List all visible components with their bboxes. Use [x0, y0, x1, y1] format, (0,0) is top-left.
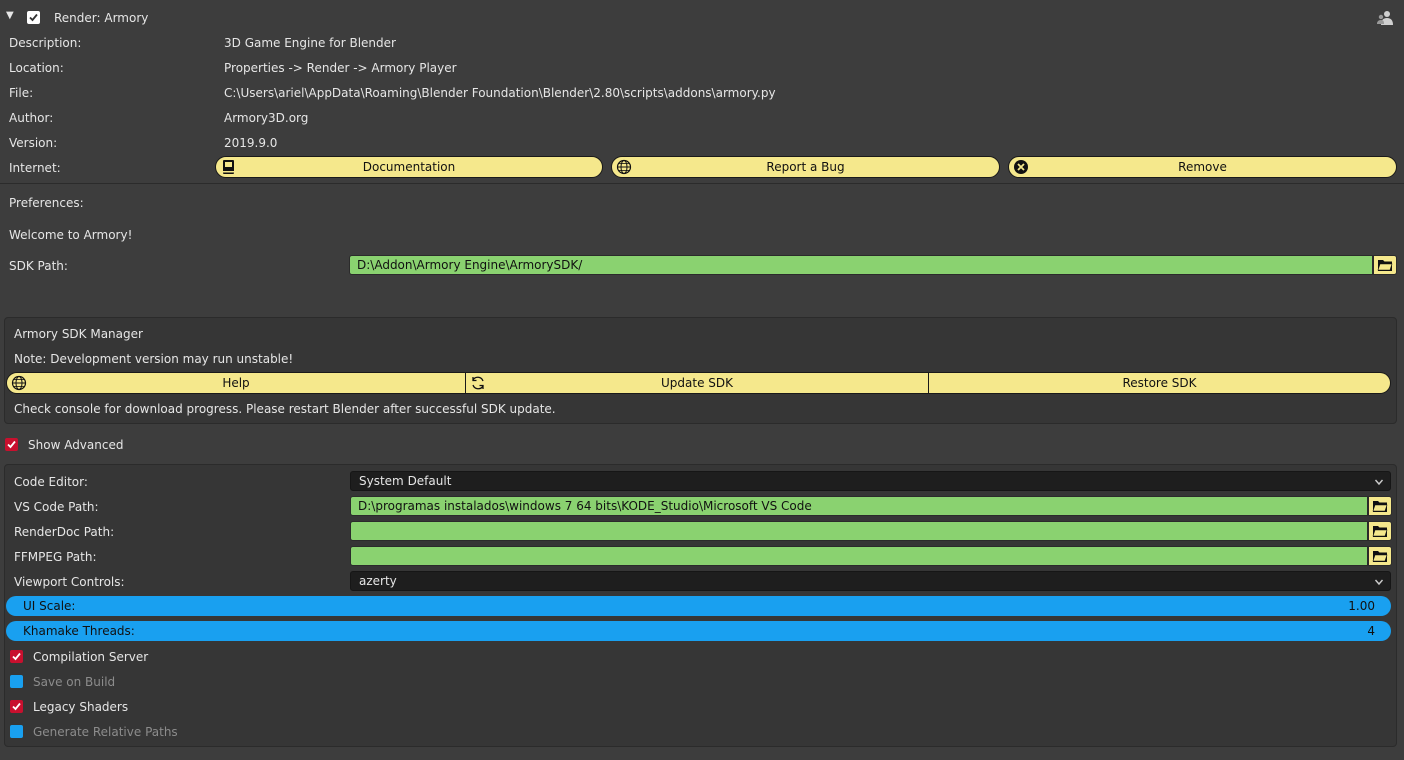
ui-scale-value: 1.00: [1348, 599, 1375, 613]
addon-title: Render: Armory: [54, 11, 149, 25]
report-bug-button[interactable]: Report a Bug: [611, 156, 1000, 178]
chevron-down-icon: [1374, 579, 1384, 586]
legacy-shaders-checkbox[interactable]: [10, 700, 23, 713]
restore-sdk-label: Restore SDK: [1122, 376, 1197, 390]
checkmark-icon: [12, 652, 21, 661]
renderdoc-path-input[interactable]: [350, 521, 1368, 541]
globe-icon: [11, 375, 27, 391]
code-editor-dropdown[interactable]: System Default: [350, 471, 1391, 491]
file-label: File:: [9, 86, 34, 100]
sdk-manager-footer: Check console for download progress. Ple…: [14, 402, 556, 416]
legacy-shaders-label: Legacy Shaders: [33, 700, 129, 714]
description-value: 3D Game Engine for Blender: [224, 36, 396, 50]
sdk-manager-note: Note: Development version may run unstab…: [14, 352, 294, 366]
checkmark-icon: [7, 440, 16, 449]
version-label: Version:: [9, 136, 58, 150]
refresh-icon: [472, 376, 484, 390]
update-sdk-button[interactable]: Update SDK: [466, 372, 929, 394]
save-on-build-checkbox[interactable]: [10, 675, 23, 688]
book-icon: [223, 160, 234, 174]
folder-icon: [1372, 551, 1388, 562]
viewport-controls-dropdown[interactable]: azerty: [350, 571, 1391, 591]
ui-scale-slider[interactable]: UI Scale: 1.00: [6, 596, 1391, 616]
sdk-manager-title: Armory SDK Manager: [14, 327, 143, 341]
chevron-down-icon: [1374, 479, 1384, 486]
vscode-path-label: VS Code Path:: [14, 500, 99, 514]
collapse-triangle-icon[interactable]: ▼: [6, 10, 14, 21]
author-label: Author:: [9, 111, 54, 125]
folder-icon: [1372, 526, 1388, 537]
location-value: Properties -> Render -> Armory Player: [224, 61, 457, 75]
report-bug-label: Report a Bug: [766, 160, 845, 174]
vscode-path-input[interactable]: D:\programas instalados\windows 7 64 bit…: [350, 496, 1368, 516]
user-preferences-icon[interactable]: [1376, 9, 1394, 30]
internet-label: Internet:: [9, 161, 61, 175]
addon-enabled-checkbox[interactable]: [27, 11, 40, 24]
code-editor-value: System Default: [359, 474, 452, 488]
viewport-controls-value: azerty: [359, 574, 397, 588]
addon-header[interactable]: ▼ Render: Armory: [0, 6, 1404, 28]
compilation-server-label: Compilation Server: [33, 650, 149, 664]
show-advanced-checkbox[interactable]: [5, 438, 18, 451]
update-sdk-label: Update SDK: [661, 376, 733, 390]
generate-relative-paths-checkbox[interactable]: [10, 725, 23, 738]
remove-label: Remove: [1178, 160, 1227, 174]
save-on-build-label: Save on Build: [33, 675, 116, 689]
compilation-server-checkbox[interactable]: [10, 650, 23, 663]
ffmpeg-path-browse-button[interactable]: [1368, 546, 1392, 566]
sdk-path-input[interactable]: D:\Addon\Armory Engine\ArmorySDK/: [349, 255, 1373, 275]
welcome-text: Welcome to Armory!: [9, 228, 133, 242]
khamake-threads-label: Khamake Threads:: [23, 624, 135, 638]
ffmpeg-path-input[interactable]: [350, 546, 1368, 566]
code-editor-label: Code Editor:: [14, 475, 88, 489]
documentation-button[interactable]: Documentation: [215, 156, 603, 178]
location-label: Location:: [9, 61, 64, 75]
sdk-manager-box: [4, 317, 1397, 424]
restore-sdk-button[interactable]: Restore SDK: [929, 372, 1391, 394]
khamake-threads-value: 4: [1367, 624, 1375, 638]
khamake-threads-slider[interactable]: Khamake Threads: 4: [6, 621, 1391, 641]
documentation-label: Documentation: [362, 160, 456, 174]
renderdoc-path-label: RenderDoc Path:: [14, 525, 115, 539]
renderdoc-path-browse-button[interactable]: [1368, 521, 1392, 541]
generate-relative-paths-label: Generate Relative Paths: [33, 725, 178, 739]
sdk-help-label: Help: [222, 376, 250, 390]
addon-info-panel: ▼ Render: Armory Description: 3D Game En…: [0, 0, 1404, 184]
file-value: C:\Users\ariel\AppData\Roaming\Blender F…: [224, 86, 776, 100]
vscode-path-browse-button[interactable]: [1368, 496, 1392, 516]
globe-icon: [616, 159, 632, 175]
checkmark-icon: [29, 13, 38, 22]
show-advanced-label: Show Advanced: [28, 438, 124, 452]
viewport-controls-label: Viewport Controls:: [14, 575, 125, 589]
remove-button[interactable]: Remove: [1008, 156, 1397, 178]
sdk-path-browse-button[interactable]: [1373, 255, 1397, 275]
checkmark-icon: [12, 702, 21, 711]
folder-icon: [1372, 501, 1388, 512]
folder-icon: [1377, 260, 1393, 271]
ui-scale-label: UI Scale:: [23, 599, 76, 613]
author-value: Armory3D.org: [224, 111, 309, 125]
preferences-label: Preferences:: [9, 196, 84, 210]
close-circle-icon: [1014, 160, 1028, 174]
sdk-help-button[interactable]: Help: [6, 372, 466, 394]
description-label: Description:: [9, 36, 82, 50]
version-value: 2019.9.0: [224, 136, 278, 150]
sdk-path-label: SDK Path:: [9, 259, 68, 273]
ffmpeg-path-label: FFMPEG Path:: [14, 550, 97, 564]
